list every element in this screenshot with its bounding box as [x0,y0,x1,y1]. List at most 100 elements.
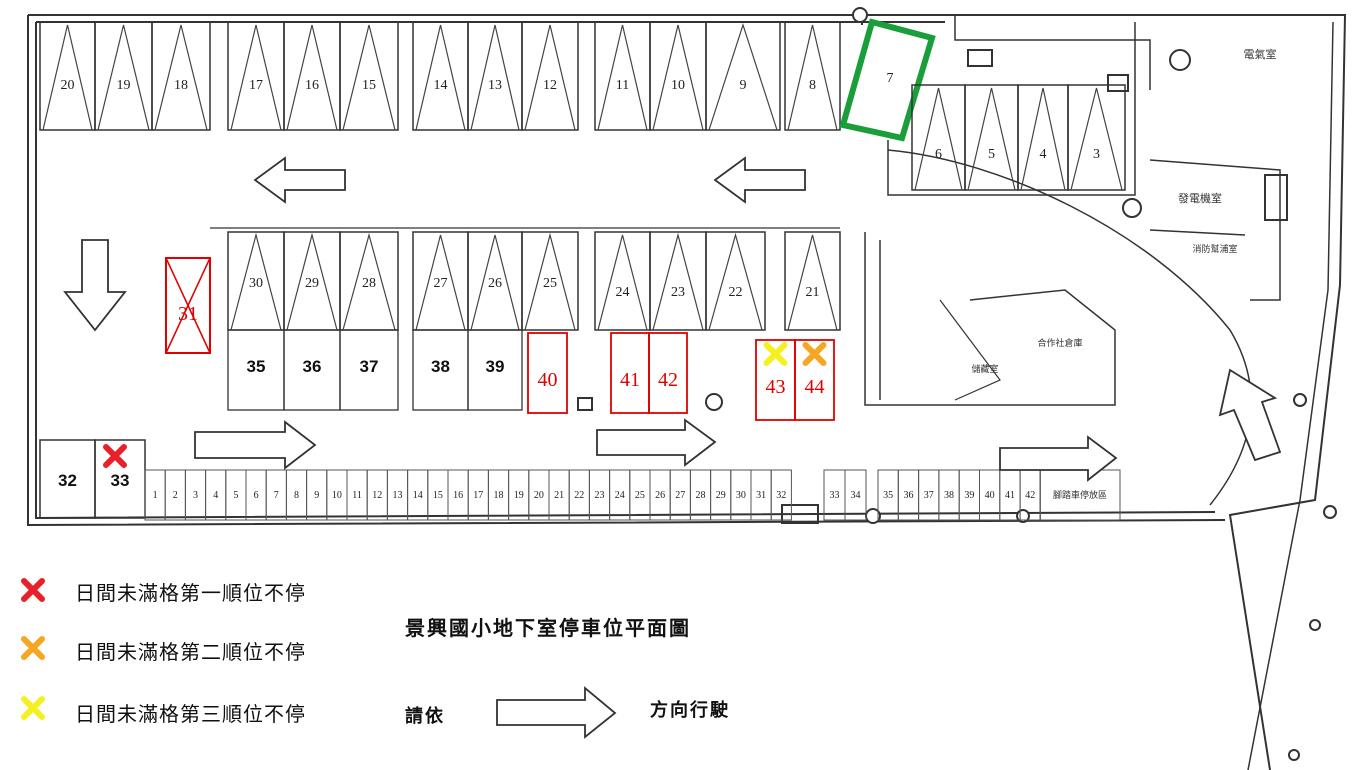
space-number: 21 [806,285,820,300]
space-number: 22 [729,285,743,300]
space-outline [339,21,399,131]
space-number: 4 [213,490,218,501]
space-outline [594,21,651,131]
space-number: 14 [413,490,423,501]
motorcycle-space: 2 [164,469,186,521]
space-number: 24 [616,285,630,300]
space-outline [649,21,707,131]
parking-space: 33 [94,439,146,519]
space-number: 32 [776,490,786,501]
motorcycle-space: 26 [649,469,671,521]
parking-space: 4 [1017,84,1069,191]
space-number: 9 [740,78,747,93]
space-number: 23 [595,490,605,501]
motorcycle-space: 16 [447,469,469,521]
room-stair: 儲藏室 [971,363,998,375]
direction-legend-arrow-icon [496,686,617,739]
space-number: 39 [964,490,974,501]
space-outline [911,84,966,191]
space-number: 12 [372,490,382,501]
parking-space: 14 [412,21,469,131]
space-number: 40 [538,369,558,391]
space-number: 10 [671,78,685,93]
motorcycle-space: 11 [346,469,368,521]
space-outline [521,231,579,331]
space-outline [594,231,651,331]
space-number: 25 [543,276,557,291]
motorcycle-space: 28 [689,469,712,521]
page-title: 景興國小地下室停車位平面圖 [405,616,691,640]
parking-space-red: 42 [648,332,688,414]
motorcycle-space: 24 [609,469,631,521]
space-marking [708,23,778,131]
space-number: 41 [620,369,640,391]
space-number: 17 [249,78,263,93]
parking-space: 35 [227,329,285,411]
space-marking [470,234,520,331]
motorcycle-space: 18 [487,469,510,521]
arrow-down-icon [63,239,127,332]
space-number: 16 [453,490,463,501]
motorcycle-space: 5 [225,469,247,521]
motorcycle-space: 32 [770,469,792,521]
space-number: 24 [615,490,625,501]
motorcycle-space: 22 [568,469,590,521]
legend-label-first: 日間未滿格第一順位不停 [75,581,306,605]
space-number: 7 [274,490,279,501]
parking-space: 26 [467,231,523,331]
space-number: 38 [944,490,954,501]
space-number: 3 [1093,147,1100,162]
space-outline [1017,84,1069,191]
space-number: 35 [247,357,266,376]
motorcycle-space: 33 [823,469,846,521]
x-icon [103,444,127,468]
parking-space: 30 [227,231,285,331]
space-marking [154,24,208,131]
space-outline [165,257,211,354]
x-icon-stroke [21,578,45,602]
space-outline [649,231,707,331]
parking-space: 17 [227,21,285,131]
space-number: 27 [675,490,685,501]
space-outline [770,469,792,521]
parking-space: 27 [412,231,469,331]
space-number: 38 [431,357,450,376]
parking-space: 23 [649,231,707,331]
motorcycle-space: 10 [326,469,348,521]
motorcycle-space: 9 [306,469,328,521]
motorcycle-space: 29 [710,469,732,521]
space-number: 36 [903,490,913,501]
space-number: 43 [766,376,786,398]
space-number: 37 [360,357,379,376]
space-number: 14 [434,78,448,93]
space-outline [39,21,96,131]
space-number: 12 [543,78,557,93]
space-number: 13 [488,78,502,93]
space-number: 11 [352,490,362,501]
space-outline [412,21,469,131]
motorcycle-space: 6 [245,469,267,521]
space-marking [652,24,704,131]
space-marking [342,24,396,131]
space-marking [42,24,93,131]
space-number: 44 [805,376,825,398]
space-number: 31 [178,303,198,325]
space-outline [705,21,781,131]
space-number: 18 [494,490,504,501]
space-number: 5 [988,147,995,162]
parking-space: 12 [521,21,579,131]
motorcycle-space: 31 [750,469,772,521]
room-storage: 合作社倉庫 [1037,337,1082,349]
space-outline [527,332,568,414]
space-number: 9 [314,490,319,501]
space-outline [784,21,841,131]
parking-space-red: 40 [527,332,568,414]
space-number: 30 [249,276,263,291]
space-number: 18 [174,78,188,93]
parking-space: 39 [467,329,523,411]
room-generator: 發電機室 [1178,191,1222,205]
space-number: 21 [554,490,564,501]
space-number: 23 [671,285,685,300]
motorcycle-space: 19 [508,469,530,521]
